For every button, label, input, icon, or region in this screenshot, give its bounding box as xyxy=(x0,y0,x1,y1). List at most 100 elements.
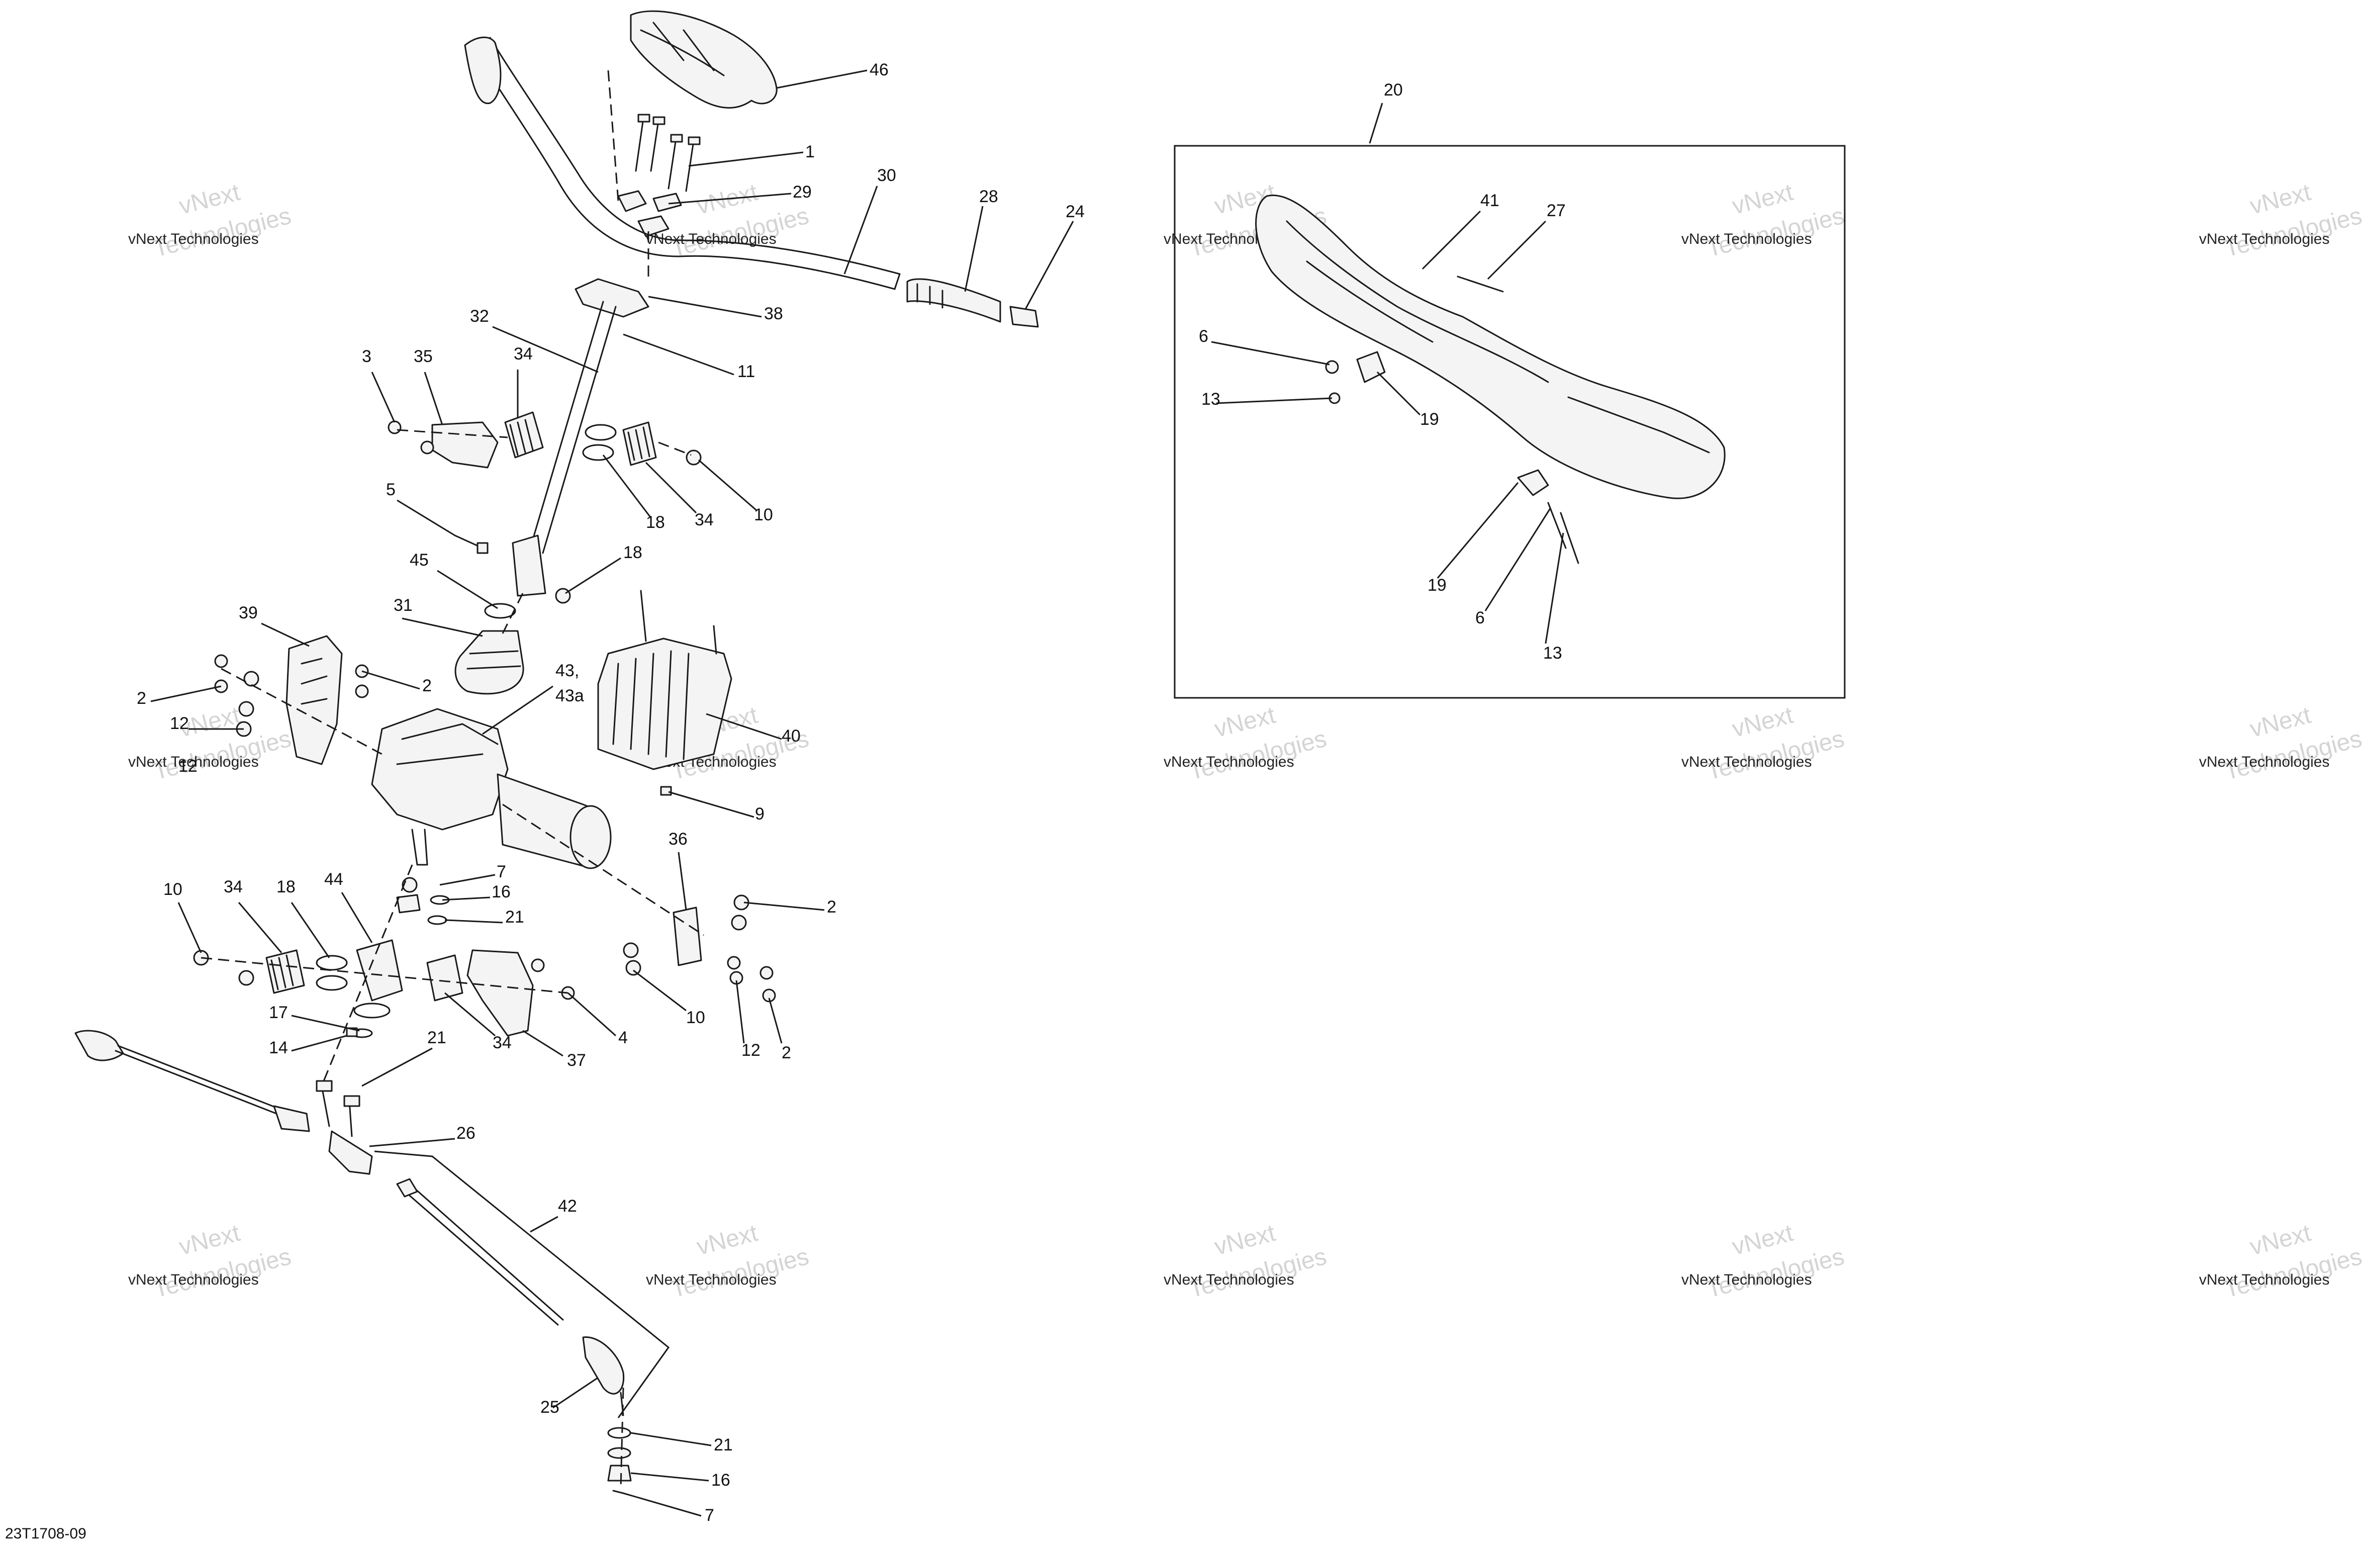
callout-c17: 17 xyxy=(269,1003,288,1022)
callout-c39: 39 xyxy=(239,603,258,622)
watermark-line2: vNext xyxy=(1212,1220,1278,1260)
callout-c16a: 16 xyxy=(492,882,511,901)
leader-c2d xyxy=(768,997,783,1044)
leader-c19a xyxy=(1376,371,1421,416)
watermark-line2: vNext xyxy=(1730,1220,1796,1260)
callout-c19b: 19 xyxy=(1427,576,1447,595)
leader-c9 xyxy=(668,791,754,818)
callout-c6a: 6 xyxy=(1199,327,1208,346)
tie-rod-part xyxy=(74,1030,373,1175)
assembly-lines xyxy=(201,70,704,1489)
watermark-line2: vNext xyxy=(1730,702,1796,743)
leader-c42 xyxy=(530,1216,558,1233)
watermark-line1: vNext Technologies xyxy=(1681,1271,1812,1288)
bolts-part xyxy=(635,114,701,192)
callout-c2a: 2 xyxy=(137,689,146,708)
leader-c35 xyxy=(424,372,443,425)
leader-c2b xyxy=(361,670,420,690)
callout-c5: 5 xyxy=(386,480,396,499)
callout-c2b: 2 xyxy=(422,676,432,695)
leader-c32 xyxy=(492,326,599,373)
callout-c35: 35 xyxy=(414,347,433,366)
callout-c29: 29 xyxy=(793,183,812,202)
watermark-line2: vNext xyxy=(1212,702,1278,743)
power-steering-unit-part xyxy=(371,708,612,869)
leader-c16a xyxy=(442,896,491,901)
callout-c2c: 2 xyxy=(827,897,836,917)
hand-grip-part xyxy=(906,278,1039,328)
watermark-line1: vNext Technologies xyxy=(2199,1271,2330,1288)
callout-c18b: 18 xyxy=(623,543,642,562)
right-bracket-part xyxy=(623,894,776,1003)
watermark-line1: vNext Technologies xyxy=(128,231,259,247)
leader-c10c xyxy=(633,969,687,1012)
callout-c4: 4 xyxy=(618,1028,628,1047)
leader-c39 xyxy=(261,622,310,647)
upper-bushings-part xyxy=(388,411,702,469)
steering-column-part xyxy=(512,278,649,597)
leader-c40 xyxy=(706,713,782,740)
callout-c28: 28 xyxy=(979,187,998,206)
callout-c43a: 43a xyxy=(555,686,584,705)
left-bracket-part xyxy=(214,635,369,765)
leader-c10a xyxy=(698,459,757,511)
callout-c21c: 21 xyxy=(714,1435,733,1455)
leader-c26 xyxy=(369,1138,455,1147)
leader-lines xyxy=(150,69,1564,1517)
diagram-code-label: 23T1708-09 xyxy=(5,1525,86,1542)
leader-c37 xyxy=(522,1030,563,1057)
handlebar-part xyxy=(464,36,901,290)
leader-c31 xyxy=(402,617,483,637)
callout-c9: 9 xyxy=(755,804,765,824)
callout-c42: 42 xyxy=(558,1197,577,1216)
leader-c44 xyxy=(341,892,373,943)
leader-c30 xyxy=(843,186,878,275)
watermark-line2: vNext xyxy=(1730,179,1796,220)
watermark-line2: vNext xyxy=(2247,1220,2314,1260)
watermark-line1: vNext Technologies xyxy=(128,1271,259,1288)
callout-c13b: 13 xyxy=(1543,644,1562,663)
watermark-line2: vNext xyxy=(176,1220,243,1260)
callout-c44: 44 xyxy=(324,870,343,889)
callout-c34d: 34 xyxy=(493,1033,512,1052)
leader-c38 xyxy=(648,296,762,318)
bracket-42 xyxy=(374,1150,670,1418)
leader-c29 xyxy=(668,193,792,205)
callout-c11: 11 xyxy=(737,362,755,381)
callout-c46: 46 xyxy=(870,60,889,79)
callout-c36: 36 xyxy=(669,830,688,849)
callout-c1: 1 xyxy=(805,142,815,161)
callout-c13a: 13 xyxy=(1201,390,1220,409)
leader-c17 xyxy=(291,1015,360,1032)
leader-c14 xyxy=(291,1035,347,1052)
callout-c34c: 34 xyxy=(224,877,243,896)
heat-shield-part xyxy=(597,590,732,796)
leader-c46 xyxy=(776,69,868,89)
leader-c2c xyxy=(743,901,825,911)
callout-c10a: 10 xyxy=(754,505,773,524)
leader-c1 xyxy=(688,151,804,167)
callout-c18c: 18 xyxy=(276,877,296,896)
leader-c2a xyxy=(150,685,222,702)
callout-c27: 27 xyxy=(1547,201,1566,220)
watermark-line1: vNext Technologies xyxy=(128,754,259,770)
callout-c3: 3 xyxy=(362,347,371,366)
callout-c24: 24 xyxy=(1066,202,1085,221)
watermark-line1: vNext Technologies xyxy=(2199,754,2330,770)
handlebar-cover-pad-part xyxy=(630,10,778,109)
callout-c7b: 7 xyxy=(705,1506,714,1525)
callout-c25: 25 xyxy=(540,1398,559,1417)
callout-c20: 20 xyxy=(1384,80,1403,100)
leader-c45 xyxy=(437,570,498,609)
leader-c6b xyxy=(1484,507,1552,611)
leader-c34c xyxy=(238,902,282,953)
